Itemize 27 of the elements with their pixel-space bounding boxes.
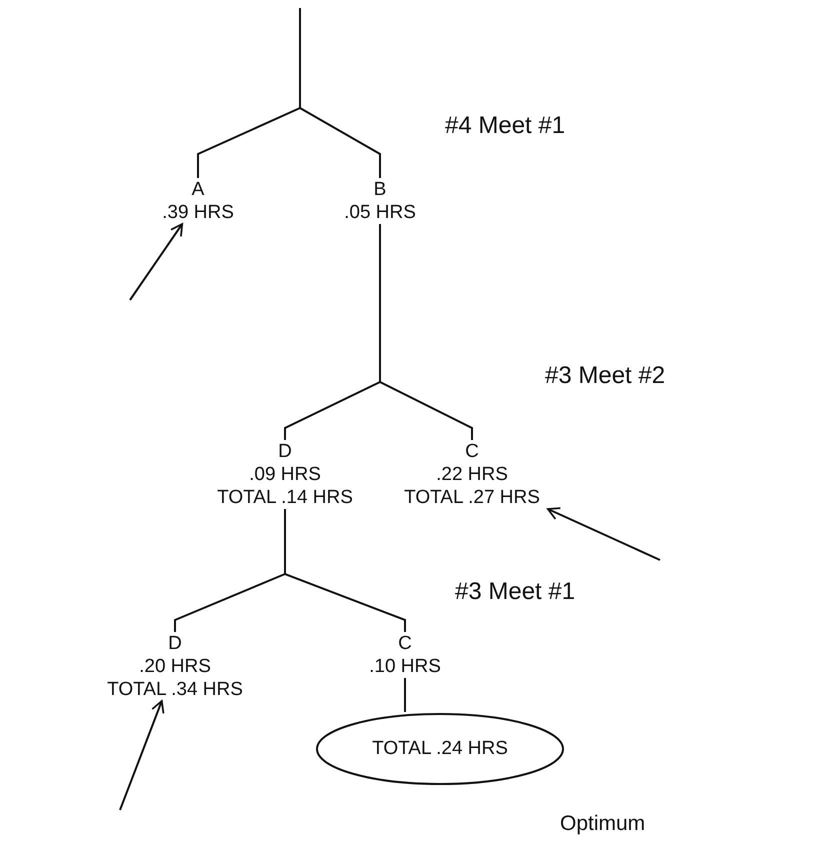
meet-label: #3 Meet #1 xyxy=(455,578,576,606)
total-text: TOTAL .24 HRS xyxy=(371,737,509,760)
branch-line xyxy=(379,224,473,440)
duration-text: .20 HRS xyxy=(138,655,212,678)
duration-text: .05 HRS xyxy=(343,201,417,224)
branch-letter: C xyxy=(397,632,413,655)
duration-text: .39 HRS xyxy=(161,201,235,224)
total-text: TOTAL .27 HRS xyxy=(403,486,541,509)
duration-text: .10 HRS xyxy=(368,655,442,678)
branch-letter: B xyxy=(372,178,388,201)
arrow xyxy=(546,507,660,561)
arrow xyxy=(119,700,164,810)
duration-text: .09 HRS xyxy=(248,463,322,486)
branch-letter: D xyxy=(167,632,183,655)
branch-line xyxy=(299,8,381,178)
duration-text: .22 HRS xyxy=(435,463,509,486)
branch-line xyxy=(404,677,406,713)
meet-label: #4 Meet #1 xyxy=(445,112,566,140)
note-text: Optimum xyxy=(560,812,646,836)
branch-letter: A xyxy=(190,178,206,201)
meet-label: #3 Meet #2 xyxy=(545,362,666,390)
total-text: TOTAL .34 HRS xyxy=(106,678,244,701)
arrow xyxy=(129,223,184,301)
total-text: TOTAL .14 HRS xyxy=(216,486,354,509)
branch-line xyxy=(284,509,406,632)
branch-letter: D xyxy=(277,440,293,463)
branch-letter: C xyxy=(464,440,480,463)
